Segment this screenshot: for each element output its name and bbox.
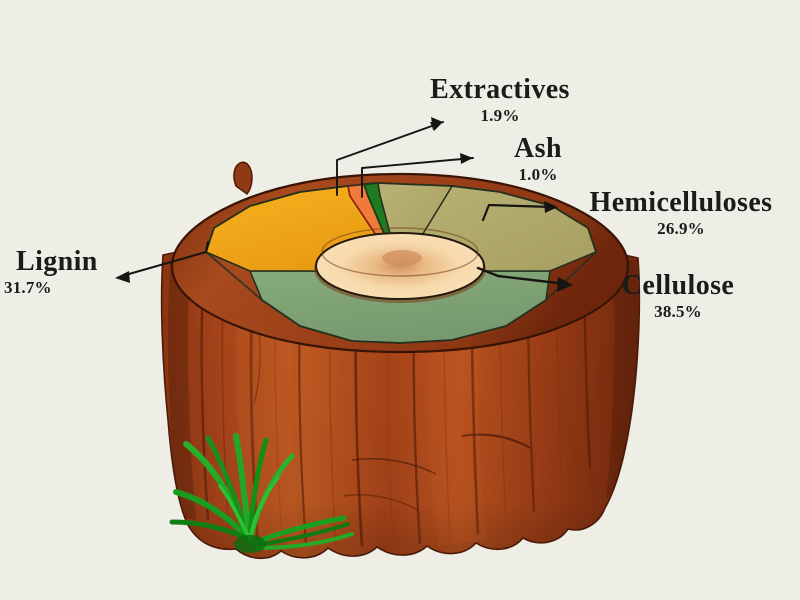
stump-top-disc	[170, 172, 630, 354]
callout-value-extractives: 1.9%	[480, 105, 520, 125]
callout-label-lignin: Lignin 31.7%	[2, 246, 150, 297]
arrow-lignin	[115, 240, 210, 283]
arrow-cellulose	[476, 266, 573, 292]
arrow-hemicelluloses	[481, 201, 558, 222]
callout-label-hemicelluloses: Hemicelluloses 26.9%	[562, 187, 800, 238]
callout-name-lignin: Lignin	[16, 246, 98, 277]
callout-value-cellulose: 38.5%	[654, 301, 702, 321]
callout-label-cellulose: Cellulose 38.5%	[578, 270, 778, 321]
callout-name-extractives: Extractives	[430, 74, 570, 105]
core-pith	[382, 250, 422, 266]
callout-name-hemicelluloses: Hemicelluloses	[589, 187, 773, 218]
callout-arrows	[115, 117, 573, 292]
callout-value-lignin: 31.7%	[4, 277, 52, 297]
grass-tuft	[169, 433, 354, 553]
callout-value-hemicelluloses: 26.9%	[657, 218, 705, 238]
core-inner-ring	[321, 227, 479, 277]
bark-nub	[233, 161, 253, 196]
arrow-extractives	[336, 117, 444, 196]
callout-label-extractives: Extractives 1.9%	[404, 74, 596, 125]
callout-name-cellulose: Cellulose	[621, 270, 735, 301]
callout-value-ash: 1.0%	[518, 164, 558, 184]
callout-label-ash: Ash 1.0%	[468, 133, 608, 184]
heartwood-core	[315, 232, 485, 300]
callout-name-ash: Ash	[514, 133, 562, 164]
bark-texture	[161, 205, 640, 559]
arrow-ash	[361, 153, 474, 198]
disc-facet-outline	[204, 182, 598, 344]
